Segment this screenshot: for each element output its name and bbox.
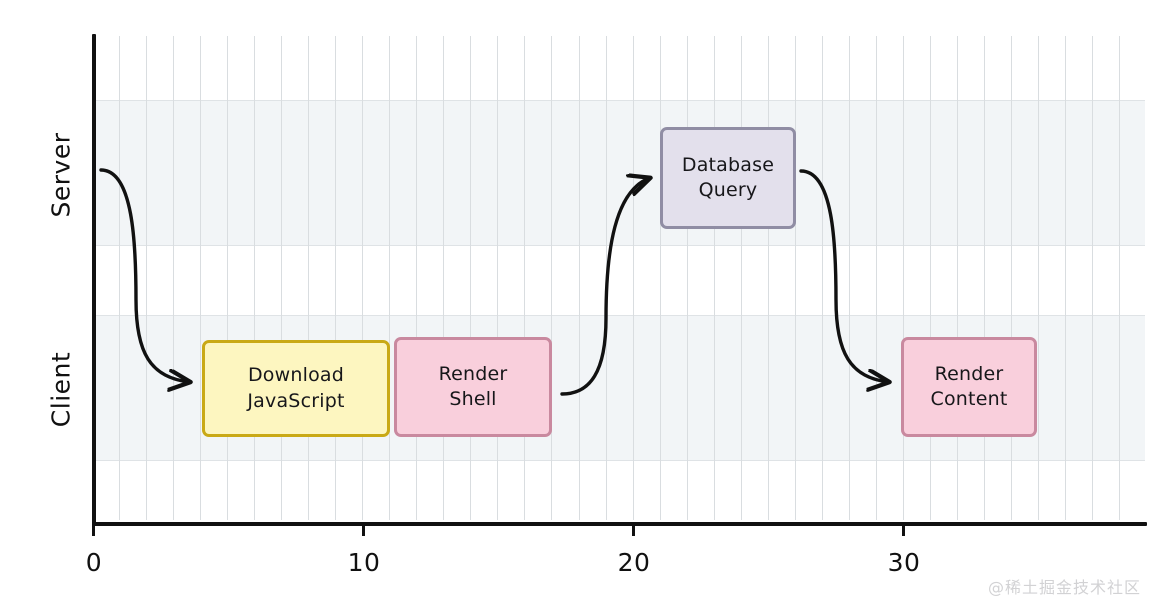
y-lane-label-server: Server [46,132,76,218]
gridline-vertical [795,36,796,520]
gridline-vertical [957,36,958,520]
x-tick-label-20: 20 [617,548,651,577]
plot-area [92,36,1145,520]
gridline-vertical [849,36,850,520]
gridline-vertical [308,36,309,520]
gridline-horizontal [92,315,1145,316]
x-tick-label-0: 0 [85,548,103,577]
x-axis-line [92,522,1147,526]
gridline-vertical [660,36,661,520]
task-label-line2: Content [930,388,1008,410]
gridline-vertical [714,36,715,520]
x-tick-20 [632,524,635,536]
gridline-vertical [768,36,769,520]
gridline-vertical [984,36,985,520]
watermark: @稀土掘金技术社区 [987,578,1141,597]
gridline-vertical [335,36,336,520]
gridline-vertical [1119,36,1120,520]
gridline-vertical [362,36,363,520]
task-label-line2: Shell [449,388,497,410]
x-tick-label-10: 10 [347,548,381,577]
task-box-render-shell[interactable]: Render Shell [394,337,552,437]
gridline-vertical [903,36,904,520]
gridline-vertical [389,36,390,520]
gridline-vertical [281,36,282,520]
gridline-vertical [930,36,931,520]
x-tick-30 [902,524,905,536]
x-tick-0 [92,524,95,536]
y-lane-label-client: Client [46,351,76,428]
gridline-vertical [200,36,201,520]
task-label-line2: JavaScript [247,389,345,412]
gridline-vertical [1038,36,1039,520]
gridline-vertical [227,36,228,520]
gridline-vertical [551,36,552,520]
gridline-vertical [1065,36,1066,520]
gridline-vertical [497,36,498,520]
lane-band-server [92,100,1145,245]
gridline-vertical [606,36,607,520]
gridline-horizontal [92,100,1145,101]
gridline-vertical [119,36,120,520]
gridline-vertical [146,36,147,520]
gridline-vertical [1011,36,1012,520]
gridline-vertical [876,36,877,520]
gridline-vertical [579,36,580,520]
y-axis-line [92,34,96,526]
gridline-vertical [741,36,742,520]
task-label-line1: Render [438,362,508,385]
gridline-horizontal [92,460,1145,461]
gridline-vertical [173,36,174,520]
gridline-horizontal [92,245,1145,246]
x-tick-10 [362,524,365,536]
task-label-line1: Database [681,153,775,176]
task-label-line1: Render [934,362,1004,385]
gridline-vertical [416,36,417,520]
gridline-vertical [470,36,471,520]
gridline-vertical [822,36,823,520]
gridline-vertical [1092,36,1093,520]
task-box-database-query[interactable]: Database Query [660,127,796,229]
task-label-line1: Download [247,364,345,387]
task-label-line2: Query [698,179,758,201]
gridline-vertical [443,36,444,520]
task-box-render-content[interactable]: Render Content [901,337,1037,437]
gridline-vertical [254,36,255,520]
task-box-download-javascript[interactable]: Download JavaScript [202,340,390,437]
gridline-vertical [524,36,525,520]
gridline-vertical [687,36,688,520]
gridline-vertical [633,36,634,520]
x-tick-label-30: 30 [887,548,921,577]
